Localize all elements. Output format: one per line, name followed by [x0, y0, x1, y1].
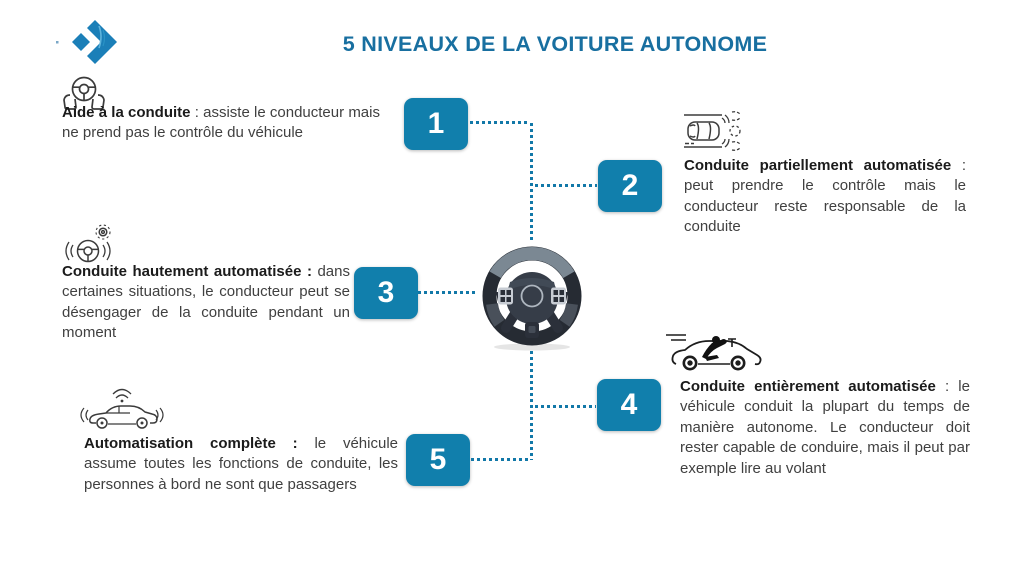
- level-5-title: Automatisation complète :: [84, 435, 298, 452]
- connector-line-1: [470, 121, 530, 124]
- level-2-title: Conduite partiellement automatisée: [684, 157, 952, 174]
- page-title: 5 NIVEAUX DE LA VOITURE AUTONOME: [342, 32, 768, 56]
- level-1-title: Aide à la conduite: [62, 104, 191, 121]
- car-reclined-driver-icon: [664, 326, 768, 372]
- level-4-description: Conduite entièrement automatisée : le vé…: [680, 377, 970, 479]
- car-top-view-sensors-icon: [682, 110, 746, 152]
- connector-line-5: [471, 458, 531, 461]
- level-5-body: le véhicule assume toutes les fonctions …: [84, 435, 398, 493]
- level-1-body: : assiste le conducteur mais ne prend pa…: [62, 104, 380, 142]
- level-3-number-badge: 3: [354, 267, 418, 319]
- connected-car-side-icon: [76, 386, 168, 432]
- hands-on-steering-wheel-icon: [58, 74, 110, 112]
- connector-line-3: [418, 291, 476, 294]
- level-4-body: : le véhicule conduit la plupart du temp…: [680, 378, 970, 477]
- level-1-number-badge: 1: [404, 98, 468, 150]
- level-3-title: Conduite hautement automatisée :: [62, 263, 312, 280]
- level-5-description: Automatisation complète : le véhicule as…: [84, 434, 398, 495]
- level-1-description: Aide à la conduite : assiste le conducte…: [62, 103, 380, 144]
- connector-line-1-vertical: [530, 123, 533, 241]
- connector-line-4: [535, 405, 596, 408]
- level-4-title: Conduite entièrement automatisée: [680, 378, 936, 395]
- level-3-body: dans certaines situations, le conducteur…: [62, 263, 350, 342]
- level-4-number-badge: 4: [597, 379, 661, 431]
- level-5-number-badge: 5: [406, 434, 470, 486]
- steering-wheel-signal-gear-icon: [60, 224, 124, 264]
- level-3-description: Conduite hautement automatisée : dans ce…: [62, 262, 350, 344]
- steering-wheel-image: [476, 240, 588, 352]
- connector-line-4-vertical: [530, 351, 533, 460]
- connector-line-2: [535, 184, 597, 187]
- level-2-body: : peut prendre le contrôle mais le condu…: [684, 157, 967, 236]
- level-2-number-badge: 2: [598, 160, 662, 212]
- level-2-description: Conduite partiellement automatisée : peu…: [684, 156, 966, 238]
- brand-logo-icon: [50, 14, 128, 68]
